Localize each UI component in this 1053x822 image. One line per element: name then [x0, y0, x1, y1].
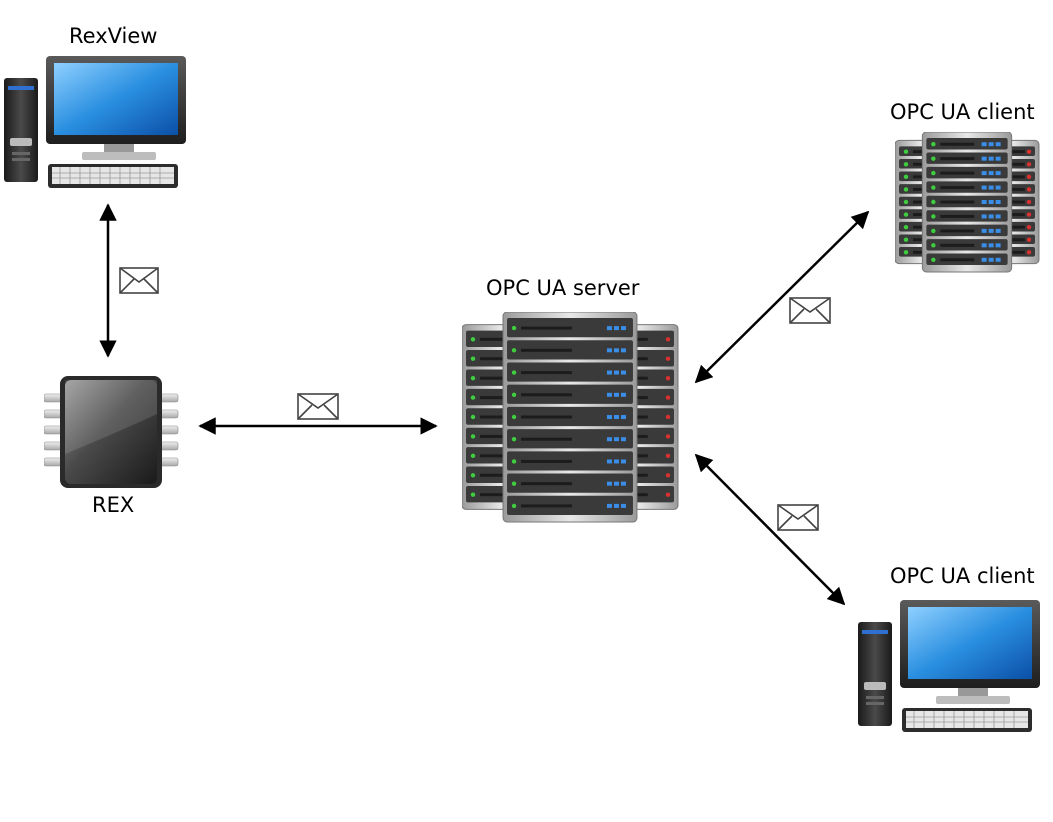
rexview-node — [0, 52, 190, 192]
envelope-icon — [119, 267, 159, 294]
envelope-icon — [777, 504, 819, 531]
server-rack-icon — [895, 132, 1040, 273]
desktop-computer-icon — [858, 600, 1040, 732]
server-rack-icon — [462, 312, 679, 523]
server-node — [462, 312, 682, 524]
client-bottom-node — [854, 596, 1044, 736]
rex-node — [44, 374, 184, 492]
client-top-node — [895, 132, 1041, 274]
node-label-client-bottom: OPC UA client — [890, 564, 1035, 588]
node-label-server: OPC UA server — [486, 276, 640, 300]
link-server-client-bottom — [694, 453, 846, 606]
desktop-computer-icon — [4, 56, 186, 188]
node-label-rexview: RexView — [69, 24, 158, 48]
envelope-icon — [789, 297, 831, 324]
link-server-client-top — [694, 210, 870, 384]
envelope-icon — [297, 393, 339, 420]
node-label-rex: REX — [92, 493, 135, 517]
microchip-icon — [44, 376, 179, 488]
node-label-client-top: OPC UA client — [890, 100, 1035, 124]
